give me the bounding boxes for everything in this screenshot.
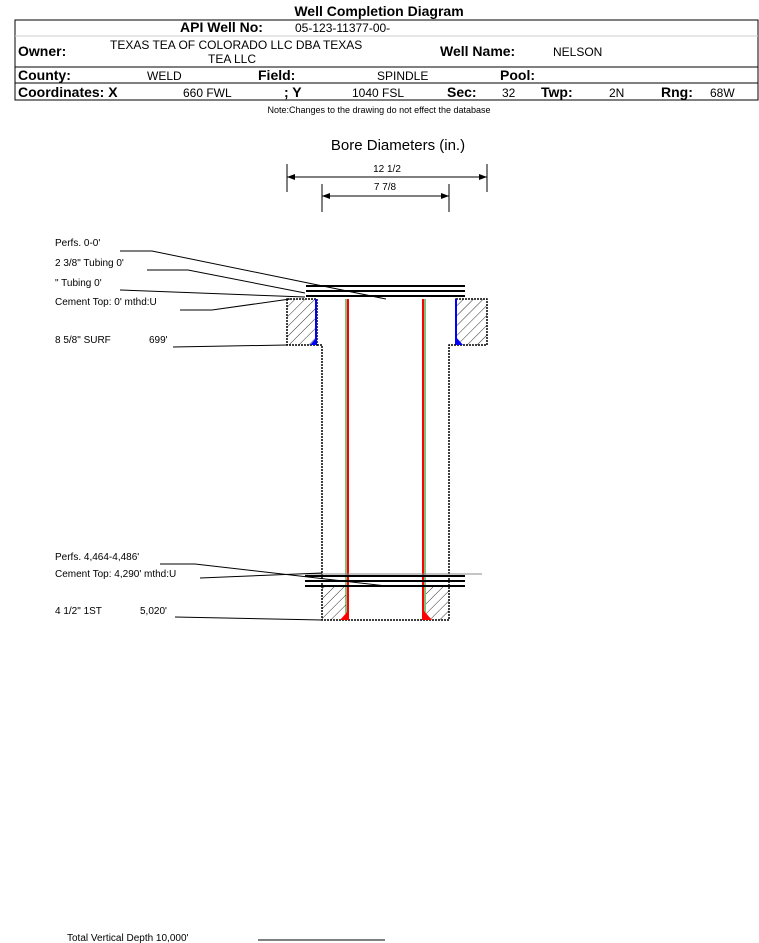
sec-label: Sec: <box>447 84 477 100</box>
coord-x-value: 660 FWL <box>183 86 232 100</box>
well-name-label: Well Name: <box>440 43 515 59</box>
arrow-icon <box>441 193 449 199</box>
surface-casing-depth: 699' <box>149 335 168 346</box>
pool-label: Pool: <box>500 67 535 83</box>
production-casing-label: 4 1/2" 1ST <box>55 606 102 617</box>
total-depth-label: Total Vertical Depth 10,000' <box>67 933 189 943</box>
owner-value-line1: TEXAS TEA OF COLORADO LLC DBA TEXAS <box>110 38 362 52</box>
arrow-icon <box>287 174 295 180</box>
coord-y-label: ; Y <box>284 84 302 100</box>
twp-label: Twp: <box>541 84 573 100</box>
api-label: API Well No: <box>180 19 263 35</box>
note-text: Note:Changes to the drawing do not effec… <box>268 105 491 115</box>
cement-top-label-1: Cement Top: 0' mthd:U <box>55 297 157 308</box>
wellbore <box>317 344 456 621</box>
arrow-icon <box>322 193 330 199</box>
page-title: Well Completion Diagram <box>294 3 463 19</box>
rng-value: 68W <box>710 86 735 100</box>
perfs-lower-label: Perfs. 4,464-4,486' <box>55 552 139 563</box>
tubing-238-label: 2 3/8" Tubing 0' <box>55 258 124 269</box>
twp-value: 2N <box>609 86 624 100</box>
coord-x-label: Coordinates: X <box>18 84 118 100</box>
rng-label: Rng: <box>661 84 693 100</box>
surface-casing-label: 8 5/8" SURF <box>55 335 111 346</box>
bore-title: Bore Diameters (in.) <box>331 137 465 154</box>
owner-value-line2: TEA LLC <box>208 52 256 66</box>
tubing-label: " Tubing 0' <box>55 278 102 289</box>
production-casing <box>322 299 449 620</box>
outer-diameter: 12 1/2 <box>373 164 401 175</box>
field-label: Field: <box>258 67 295 83</box>
production-casing-depth: 5,020' <box>140 606 167 617</box>
tubing-lines-top <box>306 285 465 297</box>
county-value: WELD <box>147 69 182 83</box>
surface-casing <box>286 298 488 346</box>
dimension-lines <box>286 164 488 212</box>
well-name-value: NELSON <box>553 45 602 59</box>
table-border <box>14 19 759 101</box>
cement-top-label-2: Cement Top: 4,290' mthd:U <box>55 569 176 580</box>
api-value: 05-123-11377-00- <box>295 21 390 35</box>
coord-y-value: 1040 FSL <box>352 86 404 100</box>
perfs-top-label: Perfs. 0-0' <box>55 238 100 249</box>
header-table: API Well No: 05-123-11377-00- Owner: TEX… <box>14 19 759 101</box>
owner-label: Owner: <box>18 43 66 59</box>
field-value: SPINDLE <box>377 69 428 83</box>
sec-value: 32 <box>502 86 516 100</box>
inner-diameter: 7 7/8 <box>374 182 397 193</box>
county-label: County: <box>18 67 71 83</box>
leader-lines <box>119 250 387 941</box>
arrow-icon <box>479 174 487 180</box>
